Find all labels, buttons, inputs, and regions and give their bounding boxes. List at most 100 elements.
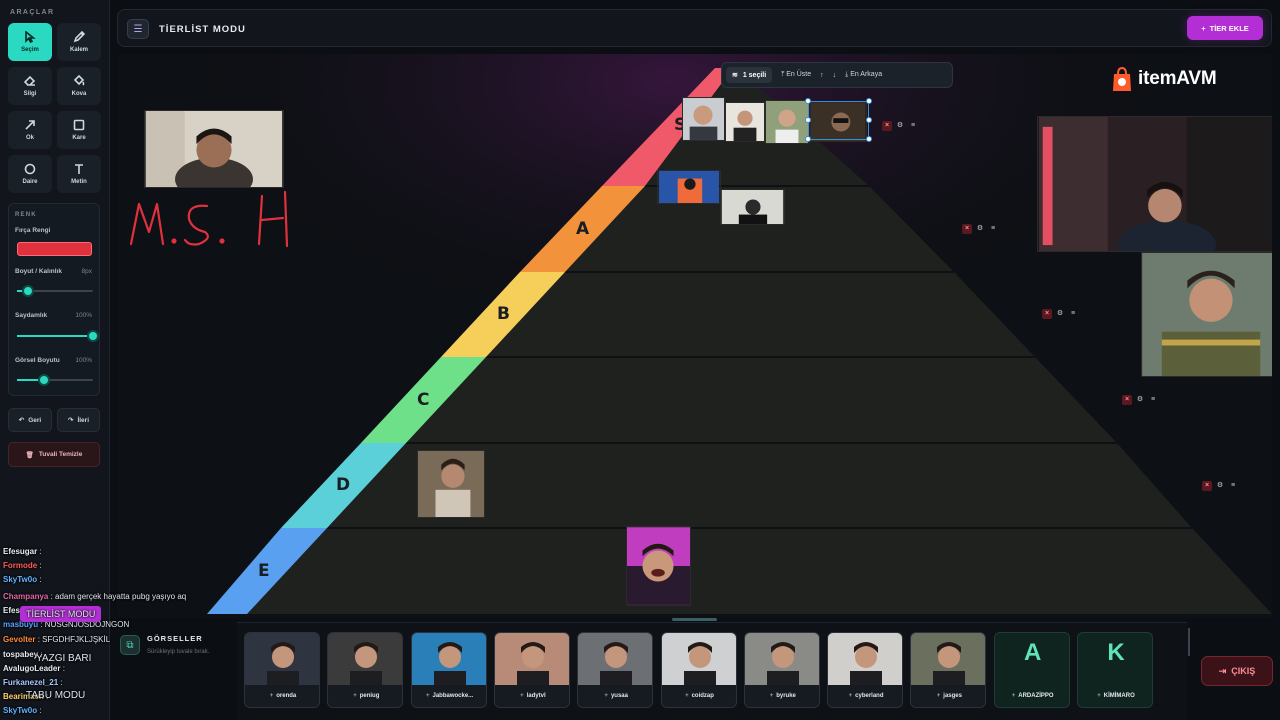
move-down-button[interactable]: ↓ bbox=[832, 71, 837, 79]
tier-strip-d bbox=[281, 443, 406, 528]
send-back-button[interactable]: ⤓ En Arkaya bbox=[845, 71, 883, 78]
tierlist-canvas[interactable]: S A B C D E ≋ 1 seçili ⤒ bbox=[117, 54, 1272, 618]
tier-strip-e bbox=[207, 528, 327, 614]
delete-tier-button[interactable]: × bbox=[1042, 309, 1052, 319]
image-size-slider[interactable] bbox=[17, 374, 93, 386]
delete-tier-button[interactable]: × bbox=[1202, 481, 1212, 491]
tier-label-a: A bbox=[576, 219, 590, 239]
settings-icon[interactable]: ⚙ bbox=[1136, 396, 1144, 403]
tool-arrow[interactable]: Ok bbox=[8, 111, 52, 149]
resize-handle[interactable] bbox=[866, 117, 872, 123]
tier-image[interactable] bbox=[1141, 252, 1272, 377]
gallery-card-letter: A bbox=[1024, 639, 1042, 666]
image-size-slider-thumb[interactable] bbox=[37, 374, 50, 386]
opacity-slider-thumb[interactable] bbox=[87, 330, 99, 342]
gallery-subtitle: Sürükleyip tuvale bırak. bbox=[147, 649, 210, 655]
delete-tier-button[interactable]: × bbox=[962, 224, 972, 234]
exit-button[interactable]: ⇥ ÇIKIŞ bbox=[1201, 656, 1273, 686]
drag-handle-icon[interactable]: ≡ bbox=[1230, 482, 1236, 489]
gallery-card[interactable]: +orenda bbox=[244, 632, 320, 708]
drag-handle-icon[interactable]: ≡ bbox=[990, 225, 996, 232]
tier-image[interactable] bbox=[657, 170, 721, 204]
tool-text-label: Metin bbox=[71, 179, 87, 185]
settings-icon[interactable]: ⚙ bbox=[1056, 310, 1064, 317]
delete-tier-button[interactable]: × bbox=[1122, 395, 1132, 405]
settings-icon[interactable]: ⚙ bbox=[1216, 482, 1224, 489]
opacity-label: Saydamlık bbox=[15, 312, 48, 319]
cursor-icon bbox=[25, 31, 36, 43]
gallery-card[interactable]: K+KİMİMARO bbox=[1077, 632, 1153, 708]
clear-canvas-button[interactable]: 🗑 Tuvali Temizle bbox=[8, 442, 100, 467]
gallery-card-image bbox=[494, 633, 569, 687]
exit-label: ÇIKIŞ bbox=[1231, 666, 1256, 676]
tool-circle[interactable]: Daire bbox=[8, 155, 52, 193]
tier-image[interactable] bbox=[682, 97, 725, 141]
tier-image[interactable] bbox=[626, 526, 691, 606]
gallery-card[interactable]: +peniug bbox=[327, 632, 404, 708]
resize-handle[interactable] bbox=[805, 98, 811, 104]
tier-label-b: B bbox=[497, 304, 510, 324]
gallery-card[interactable]: A+ARDAZİPPO bbox=[993, 632, 1070, 708]
tier-image-selected[interactable] bbox=[809, 102, 867, 142]
bring-front-button[interactable]: ⤒ En Üste bbox=[781, 71, 812, 78]
image-size-value: 100% bbox=[75, 357, 92, 364]
drag-handle-icon[interactable]: ≡ bbox=[910, 122, 916, 129]
list-icon[interactable]: ☰ bbox=[127, 19, 149, 39]
tier-image[interactable] bbox=[725, 102, 765, 142]
top-header: ☰ TİERLİST MODU + TİER EKLE bbox=[117, 9, 1272, 47]
trash-icon: 🗑 bbox=[25, 451, 34, 459]
tier-image[interactable] bbox=[417, 450, 485, 518]
plus-icon: + bbox=[425, 693, 430, 699]
shopping-bag-icon bbox=[1113, 66, 1131, 91]
gallery-card-name: cyberland bbox=[855, 693, 884, 699]
delete-tier-button[interactable]: × bbox=[882, 121, 892, 131]
plus-icon: + bbox=[769, 693, 774, 699]
tier-image[interactable] bbox=[765, 100, 809, 144]
settings-icon[interactable]: ⚙ bbox=[976, 225, 984, 232]
size-slider-thumb[interactable] bbox=[21, 285, 34, 297]
chat-user: Furkanezel_21 bbox=[3, 678, 59, 687]
size-slider[interactable] bbox=[17, 285, 93, 297]
tool-square[interactable]: Kare bbox=[57, 111, 101, 149]
chat-message: Bearimaen : bbox=[3, 692, 49, 701]
gallery-card[interactable]: +cyberland bbox=[827, 632, 904, 708]
gallery-card[interactable]: +coidzap bbox=[660, 632, 737, 708]
redo-button[interactable]: ↷ İleri bbox=[57, 408, 100, 432]
clear-canvas-label: Tuvali Temizle bbox=[38, 451, 83, 458]
gallery-card[interactable]: +jasges bbox=[910, 632, 987, 708]
gallery-card[interactable]: +yusaa bbox=[577, 632, 654, 708]
gallery-scrollbar[interactable] bbox=[1188, 628, 1190, 656]
tier-image[interactable] bbox=[720, 189, 785, 225]
undo-button[interactable]: ↶ Geri bbox=[8, 408, 52, 432]
add-tier-button[interactable]: + TİER EKLE bbox=[1187, 16, 1263, 40]
gallery-card-name: Jabbawocke... bbox=[432, 693, 474, 699]
color-section-title: RENK bbox=[15, 212, 37, 218]
tool-text[interactable]: Metin bbox=[57, 155, 101, 193]
bring-front-label: En Üste bbox=[786, 71, 812, 78]
gallery-card[interactable]: +Jabbawocke... bbox=[410, 632, 487, 708]
gallery-card[interactable]: +byruke bbox=[743, 632, 820, 708]
opacity-slider[interactable] bbox=[17, 330, 99, 342]
tool-pencil[interactable]: Kalem bbox=[57, 23, 101, 61]
pencil-icon bbox=[73, 31, 85, 43]
drag-handle-icon[interactable]: ≡ bbox=[1150, 396, 1156, 403]
resize-handle[interactable] bbox=[805, 136, 811, 142]
gallery-card[interactable]: +ladytvl bbox=[493, 632, 570, 708]
tier-label-c: C bbox=[417, 390, 430, 410]
resize-handle[interactable] bbox=[805, 117, 811, 123]
logout-icon: ⇥ bbox=[1218, 665, 1227, 676]
drag-handle-icon[interactable]: ≡ bbox=[1070, 310, 1076, 317]
resize-handle[interactable] bbox=[866, 136, 872, 142]
brush-color-swatch[interactable] bbox=[17, 242, 92, 256]
tool-bucket[interactable]: Kova bbox=[57, 67, 101, 105]
tool-eraser[interactable]: Silgi bbox=[8, 67, 52, 105]
settings-icon[interactable]: ⚙ bbox=[896, 122, 904, 129]
resize-handle[interactable] bbox=[866, 98, 872, 104]
gallery-card-name: ARDAZİPPO bbox=[1018, 693, 1054, 699]
brush-color-label: Fırça Rengi bbox=[15, 227, 51, 234]
canvas-scroll-indicator[interactable] bbox=[672, 618, 717, 621]
move-up-button[interactable]: ↑ bbox=[820, 71, 824, 79]
chat-user: AvalugoLeader bbox=[3, 664, 61, 673]
chat-text: adam gerçek hayatta pubg yaşıyo aq bbox=[55, 592, 187, 601]
tool-select[interactable]: Seçim bbox=[8, 23, 52, 61]
